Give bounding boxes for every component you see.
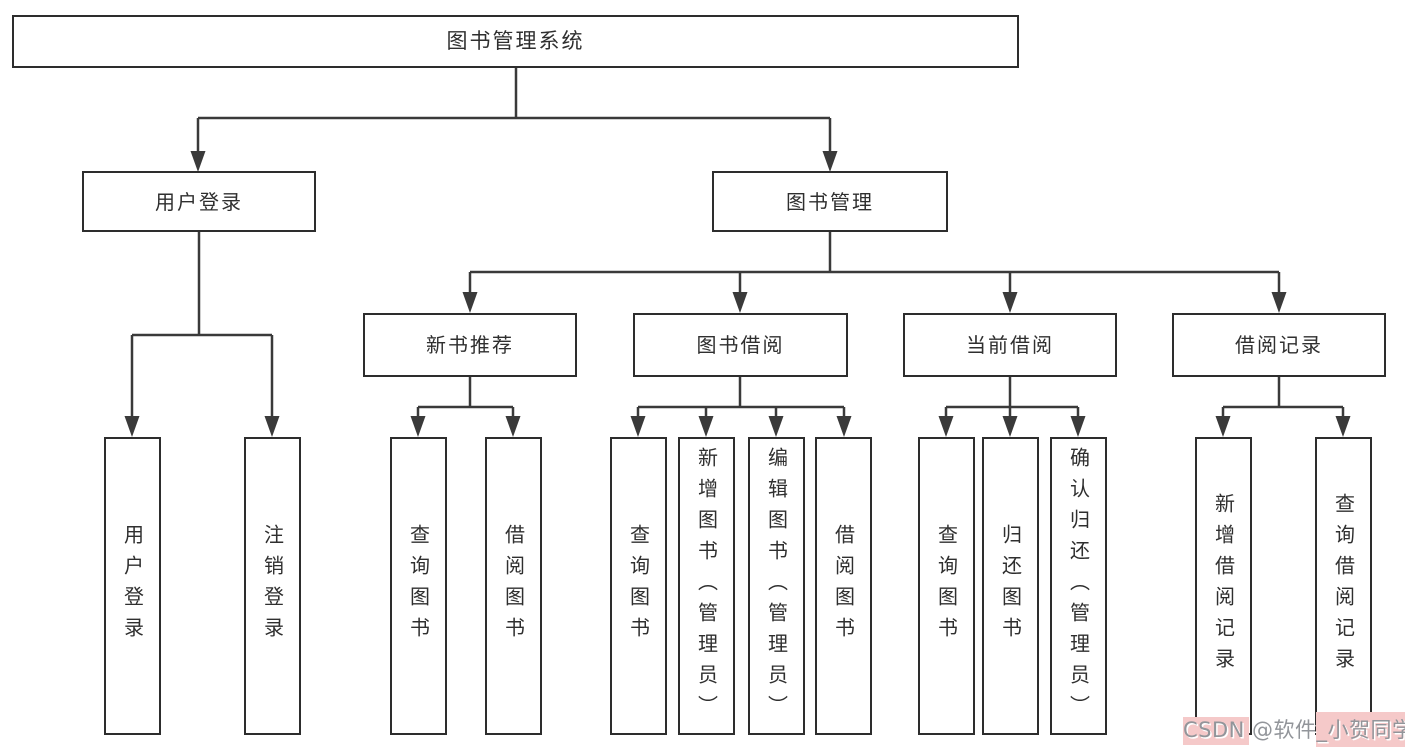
leaf-borrow-borrow-books: 借阅图书 bbox=[815, 437, 872, 735]
node-user-login-label: 用户登录 bbox=[155, 189, 243, 214]
watermark-highlight-right bbox=[1316, 712, 1405, 747]
watermark-highlight-left bbox=[1183, 717, 1249, 745]
leaf-records-query-record-label: 查询借阅记录 bbox=[1331, 493, 1356, 679]
leaf-borrow-edit-books-admin: 编辑图书（管理员） bbox=[748, 437, 805, 735]
node-root: 图书管理系统 bbox=[12, 15, 1019, 68]
leaf-recommend-borrow-books-label: 借阅图书 bbox=[501, 524, 526, 648]
leaf-user-login: 用户登录 bbox=[104, 437, 161, 735]
node-current-borrow: 当前借阅 bbox=[903, 313, 1117, 377]
node-book-borrow: 图书借阅 bbox=[633, 313, 848, 377]
node-book-management-label: 图书管理 bbox=[786, 189, 874, 214]
leaf-recommend-borrow-books: 借阅图书 bbox=[485, 437, 542, 735]
node-user-login: 用户登录 bbox=[82, 171, 316, 232]
node-borrow-records: 借阅记录 bbox=[1172, 313, 1386, 377]
leaf-records-add-record-label: 新增借阅记录 bbox=[1211, 493, 1236, 679]
csdn-watermark: CSDN @软件_小贺同学 bbox=[1183, 718, 1405, 742]
leaf-borrow-add-books-admin-label: 新增图书（管理员） bbox=[694, 446, 719, 726]
leaf-logout: 注销登录 bbox=[244, 437, 301, 735]
node-root-label: 图书管理系统 bbox=[446, 29, 585, 53]
leaf-current-return-books-label: 归还图书 bbox=[998, 524, 1023, 648]
leaf-borrow-edit-books-admin-label: 编辑图书（管理员） bbox=[764, 446, 789, 726]
node-new-book-recommend: 新书推荐 bbox=[363, 313, 577, 377]
leaf-user-login-label: 用户登录 bbox=[120, 524, 145, 648]
leaf-borrow-query-books-label: 查询图书 bbox=[626, 524, 651, 648]
leaf-borrow-add-books-admin: 新增图书（管理员） bbox=[678, 437, 735, 735]
leaf-borrow-query-books: 查询图书 bbox=[610, 437, 667, 735]
leaf-recommend-query-books-label: 查询图书 bbox=[406, 524, 431, 648]
leaf-recommend-query-books: 查询图书 bbox=[390, 437, 447, 735]
leaf-logout-label: 注销登录 bbox=[260, 524, 285, 648]
leaf-current-query-books: 查询图书 bbox=[918, 437, 975, 735]
node-book-borrow-label: 图书借阅 bbox=[696, 333, 785, 357]
leaf-records-add-record: 新增借阅记录 bbox=[1195, 437, 1252, 735]
leaf-current-confirm-return-admin-label: 确认归还（管理员） bbox=[1066, 446, 1091, 726]
leaf-records-query-record: 查询借阅记录 bbox=[1315, 437, 1372, 735]
leaf-current-return-books: 归还图书 bbox=[982, 437, 1039, 735]
leaf-borrow-borrow-books-label: 借阅图书 bbox=[831, 524, 856, 648]
leaf-current-query-books-label: 查询图书 bbox=[934, 524, 959, 648]
node-new-book-recommend-label: 新书推荐 bbox=[426, 333, 514, 357]
node-borrow-records-label: 借阅记录 bbox=[1235, 333, 1323, 357]
node-book-management: 图书管理 bbox=[712, 171, 948, 232]
leaf-current-confirm-return-admin: 确认归还（管理员） bbox=[1050, 437, 1107, 735]
node-current-borrow-label: 当前借阅 bbox=[966, 333, 1054, 357]
